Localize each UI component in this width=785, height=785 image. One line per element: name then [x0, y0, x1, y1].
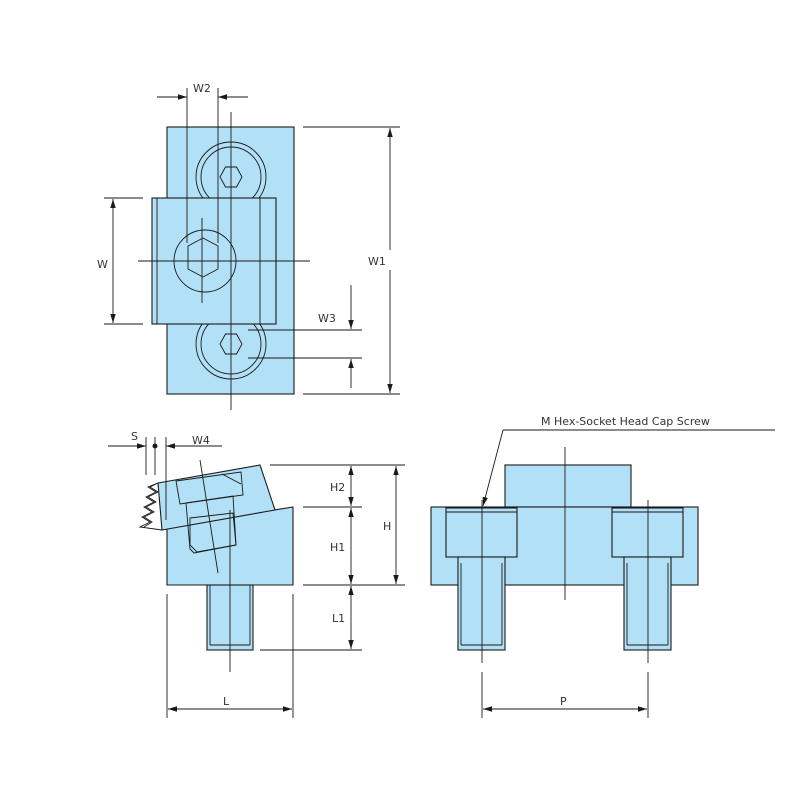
dim-label-h2: H2: [330, 481, 345, 494]
dim-label-w1: W1: [368, 255, 386, 268]
dim-label-h: H: [383, 520, 391, 533]
serrated-teeth: [138, 482, 163, 531]
dim-label-h1: H1: [330, 541, 345, 554]
dim-label-l: L: [223, 695, 230, 708]
callout-screw-type: M Hex-Socket Head Cap Screw: [541, 415, 710, 428]
hex-socket-icon: [187, 237, 219, 278]
dim-label-w3: W3: [318, 312, 336, 325]
dim-label-p: P: [560, 695, 567, 708]
dim-label-l1: L1: [332, 612, 345, 625]
front-view: M Hex-Socket Head Cap Screw P: [430, 415, 775, 718]
top-block: [504, 464, 632, 508]
dim-label-w4: W4: [192, 434, 210, 447]
dim-label-s: S: [131, 430, 138, 443]
top-view: W2 W W1 W3: [97, 82, 400, 410]
dim-label-w: W: [97, 258, 108, 271]
right-cap-screw: [611, 507, 684, 651]
hex-socket-icon: [219, 166, 243, 188]
side-view: S W4 H2 H1 H L1 L: [108, 430, 405, 718]
hex-socket-icon: [219, 333, 243, 355]
dim-label-w2: W2: [193, 82, 211, 95]
left-cap-screw: [445, 507, 518, 651]
